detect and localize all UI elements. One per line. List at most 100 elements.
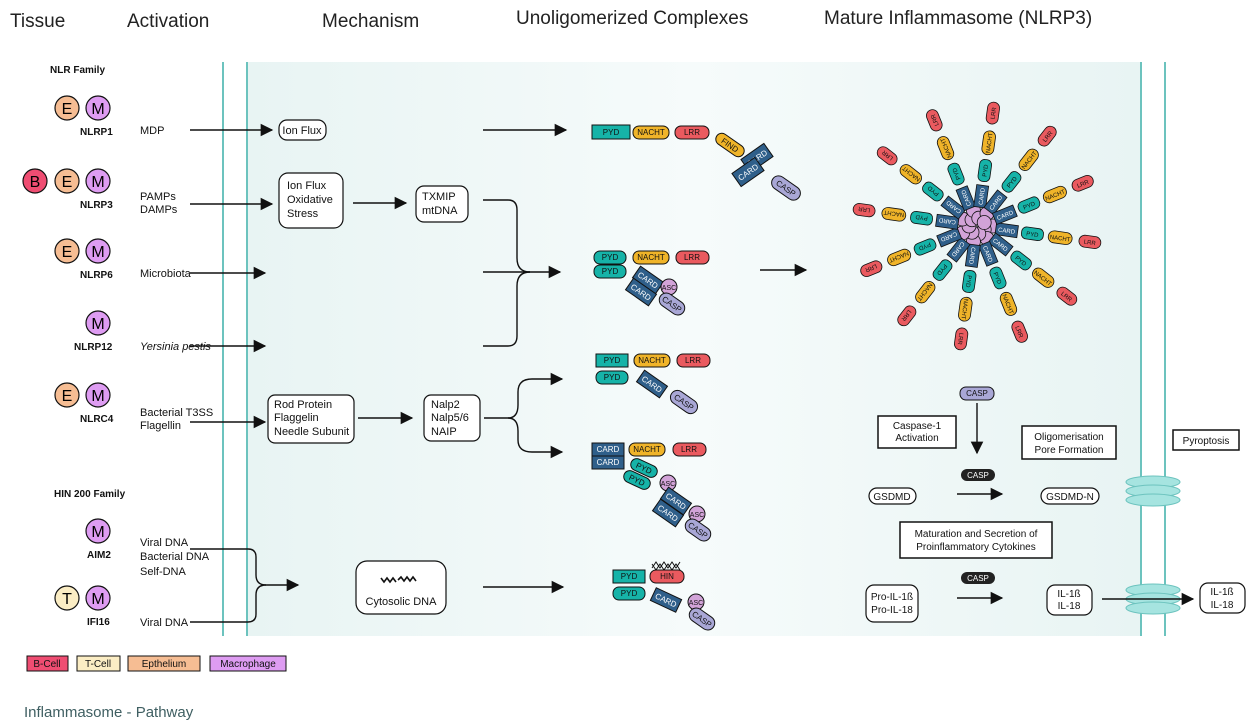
domain-pyd <box>612 586 646 601</box>
domain-card <box>635 369 669 399</box>
complex-nlrp3: PYD NACHT LRR PYD CARD CARD ASC CASP <box>593 250 710 316</box>
complex-nlrp1: PYD NACHT LRR FIND CARD CARD CASP <box>591 124 801 201</box>
header-mature: Mature Inflammasome (NLRP3) <box>824 8 1092 29</box>
core-asc-circle <box>976 215 992 230</box>
domain-lrr <box>1078 234 1102 249</box>
domain-text: LRR <box>857 205 870 213</box>
domain-text: PYD <box>621 589 638 598</box>
domain-card <box>935 213 960 230</box>
domain-card <box>936 227 963 248</box>
domain-lrr <box>1037 125 1057 147</box>
domain-text: LRR <box>991 106 999 119</box>
domain-card <box>994 222 1019 239</box>
bracket <box>507 417 564 459</box>
ion-flux-label: Ion Flux <box>282 125 322 137</box>
domain-lrr <box>672 442 707 457</box>
mech-nalp2: Nalp2 <box>431 399 460 411</box>
maturation-label: Maturation and Secretion of <box>915 529 1038 540</box>
domain-nacht <box>1032 267 1055 288</box>
maturation-box <box>899 521 1053 559</box>
domain-pyd <box>630 458 658 478</box>
casp-dark-pill <box>961 469 995 481</box>
pyroptosis-box <box>1172 429 1240 451</box>
domain-lrr <box>1071 175 1094 192</box>
il18-out: IL-18 <box>1211 600 1234 611</box>
cell-badge-epithelium: E <box>54 238 80 264</box>
casp-pill <box>959 386 995 401</box>
gsdmd-label: GSDMD <box>873 492 910 503</box>
domain-text: NACHT <box>638 356 666 365</box>
domain-text: ASC <box>662 285 676 292</box>
cell-letter: E <box>62 388 73 405</box>
domain-text: PYD <box>604 373 621 382</box>
nalp-box <box>423 394 481 442</box>
cytosolic-dna-box <box>355 560 447 615</box>
domain-text: NACHT <box>637 253 665 262</box>
receptor-nlrp6: NLRP6 <box>80 270 113 281</box>
activator-yersinia: Yersinia pestis <box>140 341 211 353</box>
header-tissue: Tissue <box>10 11 65 32</box>
il-box <box>1046 584 1093 616</box>
activator-flagellin: Flagellin <box>140 420 181 432</box>
domain-lrr <box>676 353 711 368</box>
rod-protein-box <box>267 394 355 444</box>
domain-pyd <box>623 470 651 490</box>
domain-text: NACHT <box>883 208 905 217</box>
diagram-caption: Inflammasome - Pathway <box>24 704 194 721</box>
gsdmdn-box <box>1040 487 1100 505</box>
pro-il-box <box>865 584 919 623</box>
cell-badge-bcell: B <box>22 168 48 194</box>
cell-badge-macrophage: M <box>85 168 111 194</box>
domain-text: PYD <box>604 356 621 365</box>
domain-find <box>715 132 745 158</box>
ion-flux-box <box>278 119 327 141</box>
activator-self-dna: Self-DNA <box>140 566 187 578</box>
legend-bcell-swatch <box>26 655 69 672</box>
domain-text: CARD <box>998 228 1016 236</box>
casp-dark-text: CASP <box>967 574 989 583</box>
domain-text: CARD <box>967 247 975 265</box>
activator-viral-dna: Viral DNA <box>140 537 189 549</box>
cell-badge-epithelium: E <box>54 95 80 121</box>
domain-text: LRR <box>684 128 700 137</box>
domain-pyd <box>1017 196 1041 214</box>
cell-badge-macrophage: M <box>85 518 111 544</box>
legend-mac-swatch <box>209 655 287 672</box>
domain-text: LRR <box>1083 240 1096 248</box>
receptor-nlrp12: NLRP12 <box>74 342 113 353</box>
cell-letter: M <box>91 388 104 405</box>
domain-text: PYD <box>602 253 619 262</box>
domain-nacht <box>887 248 912 267</box>
il1b-out: IL-1ß <box>1210 587 1233 598</box>
domain-text: PYD <box>1023 201 1037 211</box>
domain-text: CARD <box>938 216 956 224</box>
domain-text: LRR <box>684 253 700 262</box>
mech-naip: NAIP <box>431 426 457 438</box>
oligo-label2: Pore Formation <box>1035 445 1104 456</box>
mech-needle: Needle Subunit <box>274 426 349 438</box>
maturation-label2: Proinflammatory Cytokines <box>916 542 1035 553</box>
bracket <box>484 372 564 419</box>
mech-oxidative: Oxidative <box>287 194 333 206</box>
domain-lrr <box>1011 320 1028 343</box>
receptor-ifi16: IFI16 <box>87 617 110 628</box>
domain-text: NACHT <box>986 132 995 154</box>
oligo-label: Oligomerisation <box>1034 432 1103 443</box>
cell-letter: E <box>62 101 73 118</box>
oligo-box <box>1021 425 1117 460</box>
domain-pyd <box>593 264 627 279</box>
mech-stress: Stress <box>287 208 319 220</box>
pro-il1b: Pro-IL-1ß <box>871 592 913 603</box>
pyroptosis-label: Pyroptosis <box>1183 436 1230 447</box>
receptor-nlrp1: NLRP1 <box>80 127 113 138</box>
domain-nacht <box>632 125 670 140</box>
domain-nacht <box>936 136 955 161</box>
mech-cytosolic: Cytosolic DNA <box>366 596 438 608</box>
domain-text: CARD <box>979 187 987 205</box>
domain-pyd <box>922 181 944 202</box>
